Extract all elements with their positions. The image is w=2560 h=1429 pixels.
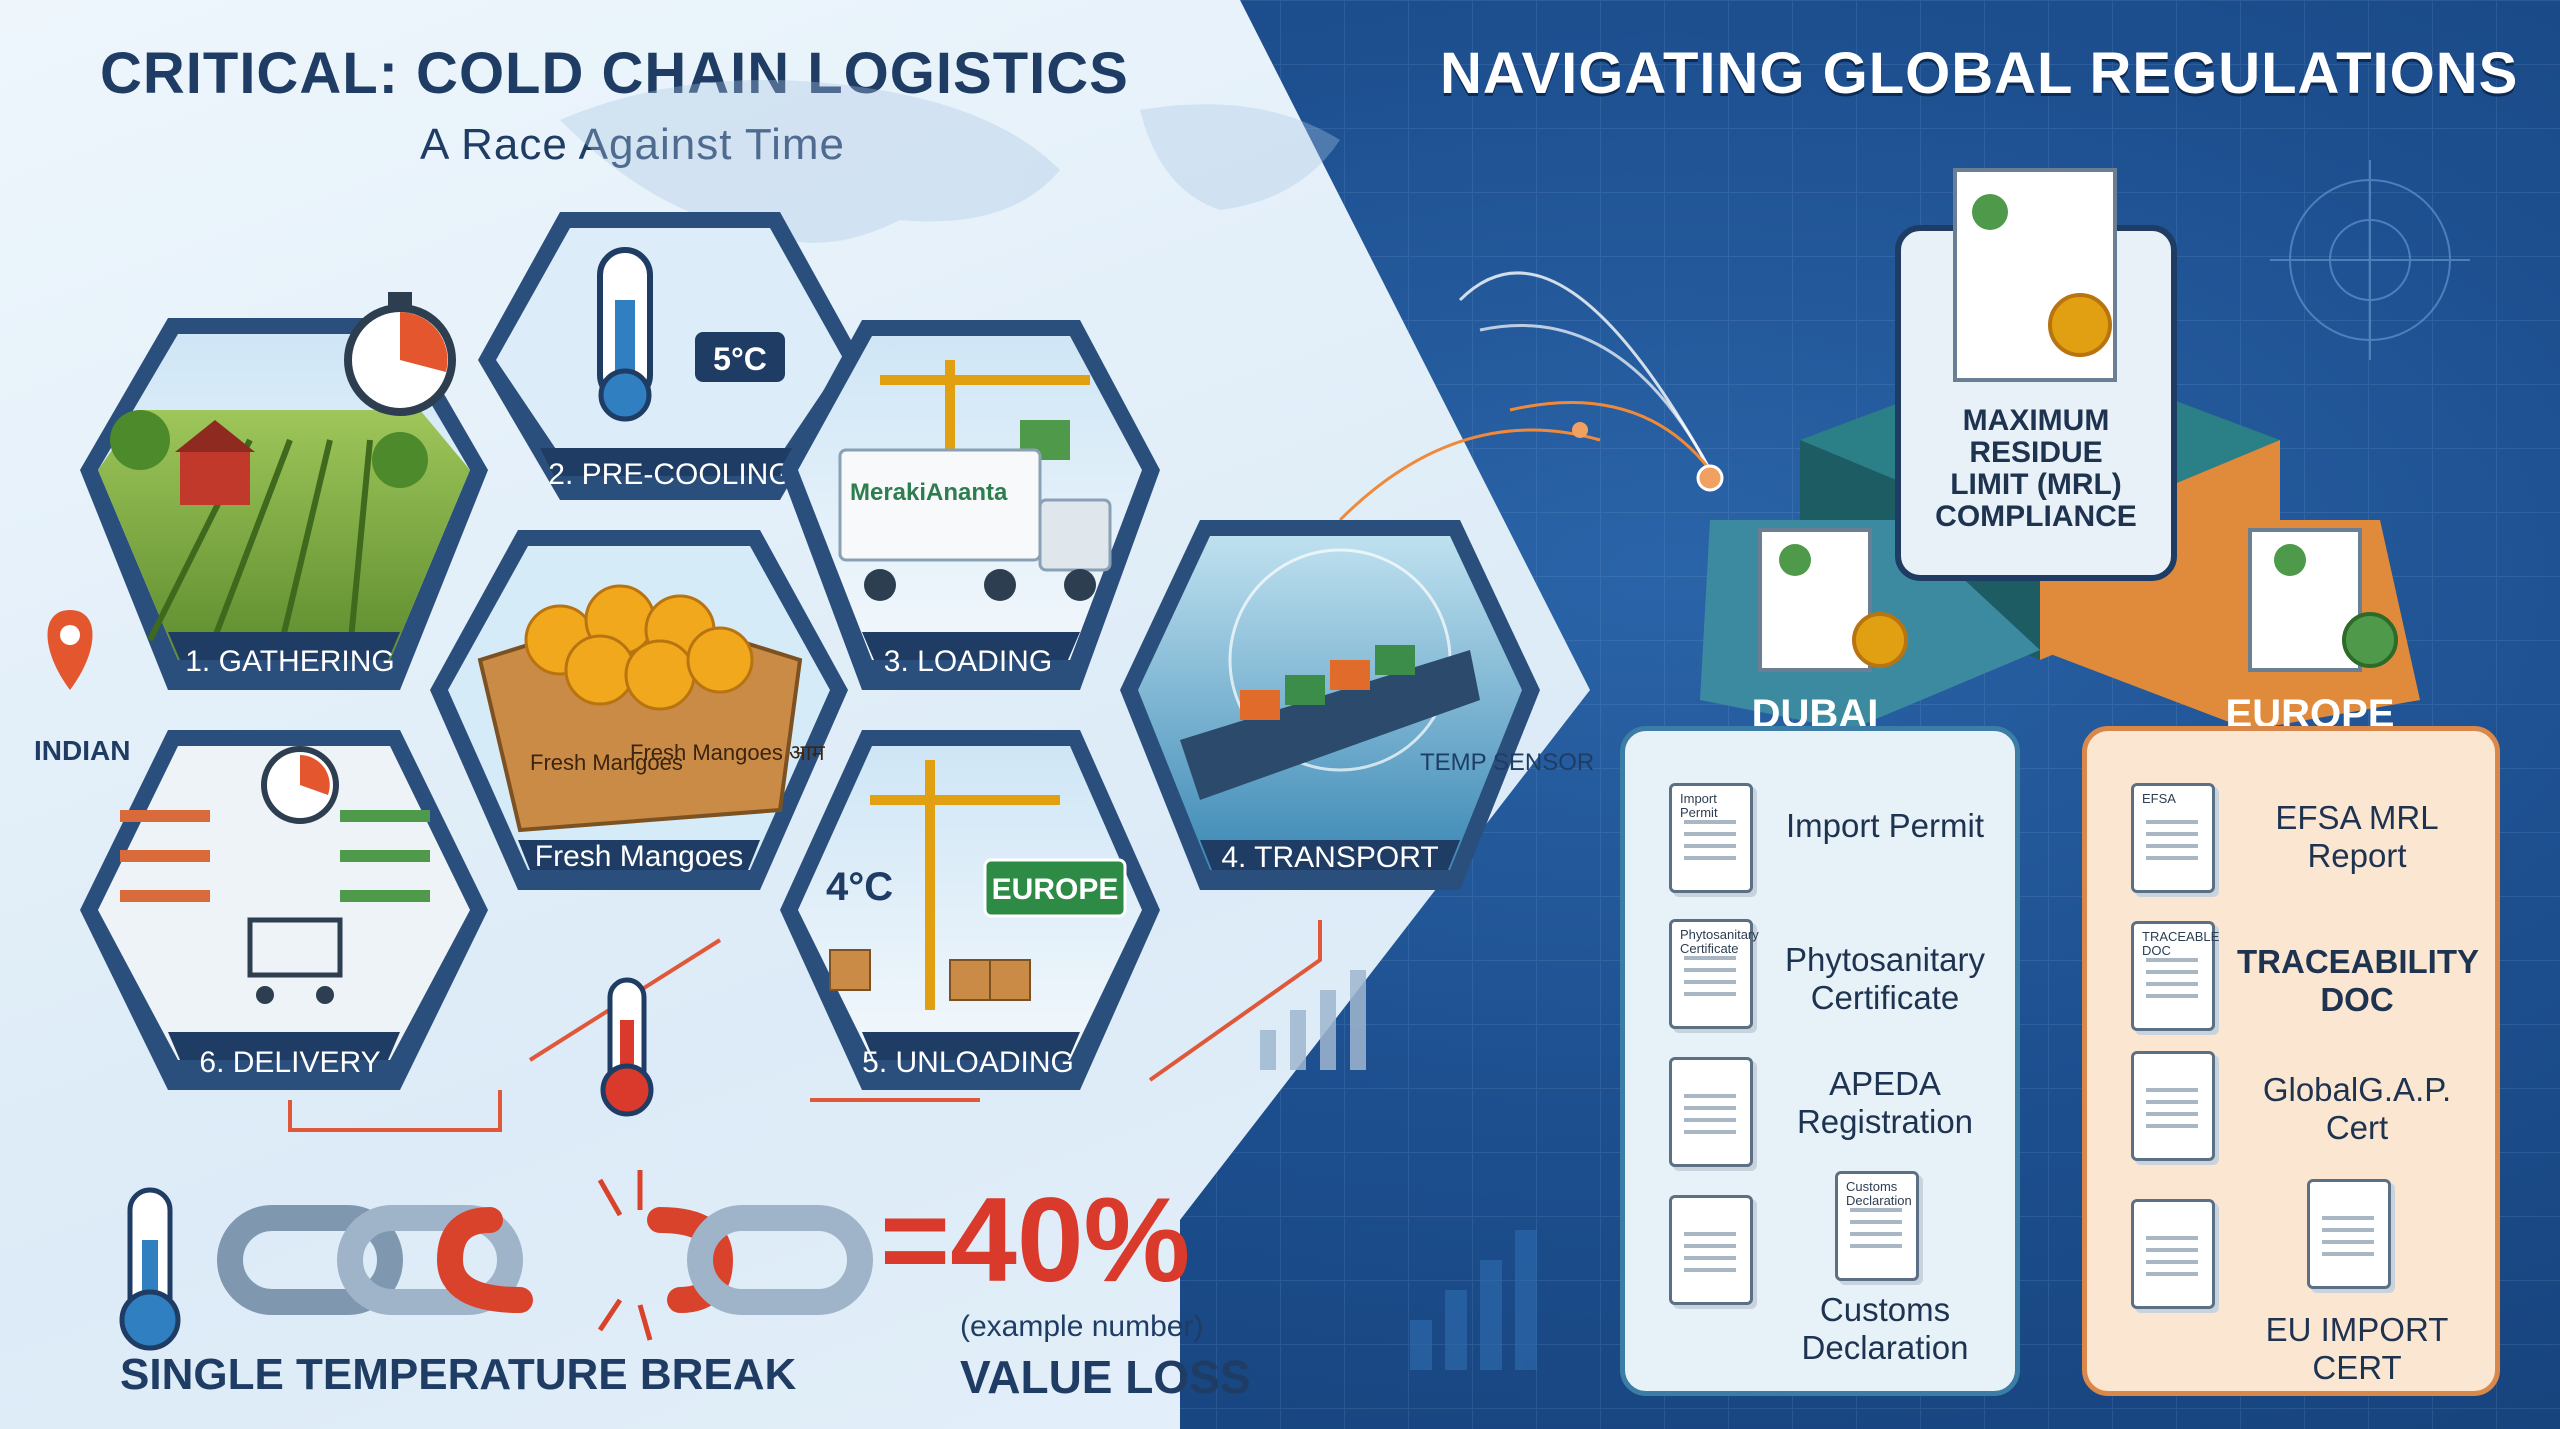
hex-transport: TEMP SENSOR 4. TRANSPORT: [1120, 520, 1594, 890]
broken-chain-icon: [217, 1205, 873, 1315]
trade-route-arcs: [1338, 271, 1724, 522]
eu-stars-doc-icon: [2131, 1199, 2215, 1309]
crate-text-2: Fresh Mangoes आम: [630, 740, 825, 765]
europe-item-efsa: EFSA MRL Report: [2275, 799, 2439, 874]
location-label: INDIAN: [34, 735, 130, 766]
customs-declaration-doc-icon: Customs Declaration: [1835, 1171, 1919, 1281]
dubai-requirements-card: Import Permit Import Permit Phytosanitar…: [1620, 726, 2020, 1396]
left-title: CRITICAL: COLD CHAIN LOGISTICS: [100, 41, 1129, 106]
truck-brand-label: MerakiAnanta: [850, 479, 1008, 506]
dubai-item-customs: Customs Declaration: [1801, 1291, 1969, 1366]
step-label-4: 4. TRANSPORT: [1221, 841, 1438, 874]
mrl-label-part: MAXIMUM: [1963, 404, 2110, 437]
hex-loading: MerakiAnanta 3. LOADING: [780, 320, 1160, 690]
traceability-doc-icon: TRACEABLE DOC: [2131, 921, 2219, 1031]
break-spark-icon: [597, 1170, 653, 1341]
thermometer-red-icon: [600, 977, 654, 1117]
thermometer-blue-icon: [119, 1187, 181, 1351]
import-permit-doc-icon: Import Permit: [1669, 783, 1753, 893]
mrl-label-part: RESIDUE: [1969, 436, 2102, 469]
left-subtitle: A Race Against Time: [420, 120, 844, 169]
step-label-5: 5. UNLOADING: [862, 1046, 1074, 1079]
mrl-label-part: COMPLIANCE: [1935, 500, 2137, 533]
europe-sign: EUROPE: [992, 873, 1119, 906]
europe-item-globalgap: GlobalG.A.P. Cert: [2262, 1071, 2452, 1146]
hex-pre-cooling: 5°C 2. PRE-COOLING: [478, 212, 862, 500]
right-title: NAVIGATING GLOBAL REGULATIONS: [1440, 41, 2519, 106]
hex-unloading: 4°C EUROPE 5. UNLOADING: [780, 730, 1160, 1090]
hex-delivery: 6. DELIVERY: [80, 730, 488, 1090]
compass-icon: [2270, 160, 2470, 360]
customs-doc-icon: [1669, 1195, 1753, 1305]
dubai-item-apeda: APEDA Registration: [1796, 1065, 1974, 1140]
loss-value: =40%: [880, 1173, 1191, 1307]
eu-import-doc-icon: [2307, 1179, 2391, 1289]
stopwatch-icon: [344, 292, 456, 416]
temp-sensor-label: TEMP SENSOR: [1420, 749, 1594, 776]
location-pin-icon: [47, 610, 93, 690]
europe-requirements-card: EFSA EFSA MRL Report TRACEABLE DOC TRACE…: [2082, 726, 2500, 1396]
dubai-item-import-permit: Import Permit: [1785, 807, 1985, 844]
loss-note: (example number): [960, 1310, 1204, 1343]
efsa-doc-icon: EFSA: [2131, 783, 2215, 893]
bar-chart-bg-icon: [1410, 1230, 1537, 1370]
unload-temp: 4°C: [826, 865, 893, 909]
break-label: SINGLE TEMPERATURE BREAK: [120, 1350, 797, 1399]
hex-fresh-mangoes: Fresh Mangoes Fresh Mangoes आम Fresh Man…: [430, 530, 848, 890]
precool-temp-readout: 5°C: [713, 341, 767, 377]
step-label-1: 1. GATHERING: [185, 645, 394, 678]
trend-chart-icon: [1260, 970, 1366, 1070]
dubai-item-phytosanitary: Phytosanitary Certificate: [1785, 941, 1985, 1016]
loss-label: VALUE LOSS: [960, 1351, 1251, 1403]
europe-certificate-icon: [2248, 528, 2398, 672]
europe-item-eu-import: EU IMPORT CERT: [2265, 1311, 2449, 1386]
step-label-2: 2. PRE-COOLING: [548, 458, 791, 491]
step-label-3: 3. LOADING: [884, 645, 1052, 678]
mrl-label-part: LIMIT (MRL): [1950, 468, 2122, 501]
world-map-faint: [560, 80, 1340, 243]
apeda-doc-icon: [1669, 1057, 1753, 1167]
globalgap-doc-icon: [2131, 1051, 2215, 1161]
step-label-6: 6. DELIVERY: [199, 1046, 380, 1079]
crate-text-1: Fresh Mangoes: [530, 750, 683, 775]
dubai-certificate-icon: [1758, 528, 1908, 672]
europe-item-traceability: TRACEABILITY DOC: [2237, 943, 2479, 1018]
phytosanitary-doc-icon: Phytosanitary Certificate: [1669, 919, 1759, 1029]
center-label: Fresh Mangoes: [535, 840, 743, 873]
